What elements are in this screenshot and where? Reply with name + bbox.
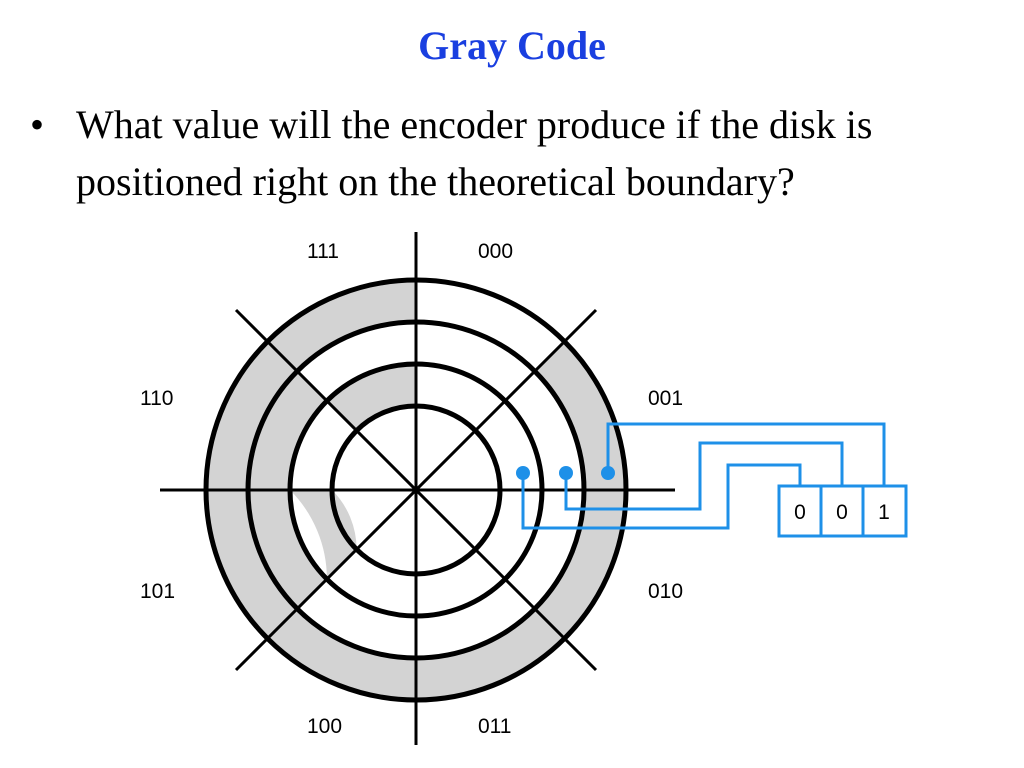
sector-label-010: 010 bbox=[648, 580, 683, 603]
sector-lines bbox=[160, 232, 675, 745]
shaded-segment-outer-bottom-right bbox=[416, 608, 565, 700]
sector-label-110: 110 bbox=[140, 387, 173, 410]
sector-labels: 111 000 110 001 101 010 100 011 bbox=[140, 240, 683, 738]
sector-label-000: 000 bbox=[478, 240, 513, 263]
bullet-item: • What value will the encoder produce if… bbox=[30, 96, 1005, 210]
sensor-dots bbox=[516, 466, 615, 480]
wire-outer-sensor bbox=[606, 422, 886, 486]
shaded-segment-inner-lower-left bbox=[290, 490, 357, 580]
output-bit-1: 0 bbox=[794, 501, 806, 524]
bullet-text: What value will the encoder produce if t… bbox=[76, 102, 873, 204]
sector-label-111: 111 bbox=[307, 240, 339, 263]
sensor-dot-inner bbox=[516, 466, 530, 480]
sector-label-100: 100 bbox=[307, 715, 342, 738]
sensor-wires bbox=[521, 422, 886, 530]
sector-label-001: 001 bbox=[648, 387, 683, 410]
sector-label-011: 011 bbox=[478, 715, 511, 738]
sensor-dot-middle bbox=[559, 466, 573, 480]
bullet-mark: • bbox=[30, 102, 45, 147]
output-bit-3: 1 bbox=[878, 501, 890, 524]
page-title: Gray Code bbox=[418, 23, 606, 68]
output-bit-2: 0 bbox=[836, 501, 848, 524]
shaded-segment-outer-top-left bbox=[206, 280, 416, 490]
sector-label-101: 101 bbox=[140, 580, 175, 603]
shaded-segment-outer-right bbox=[534, 341, 627, 639]
diagonal-line-2 bbox=[234, 308, 598, 672]
sensor-dot-outer bbox=[601, 466, 615, 480]
output-register: 0 0 1 bbox=[777, 484, 908, 538]
shaded-segment-outer-bottom-left bbox=[206, 490, 416, 700]
output-register-box bbox=[777, 484, 908, 538]
wire-middle-sensor bbox=[564, 441, 844, 511]
wire-inner-sensor bbox=[521, 463, 802, 530]
shaded-segment-inner-upper-left bbox=[326, 364, 416, 431]
